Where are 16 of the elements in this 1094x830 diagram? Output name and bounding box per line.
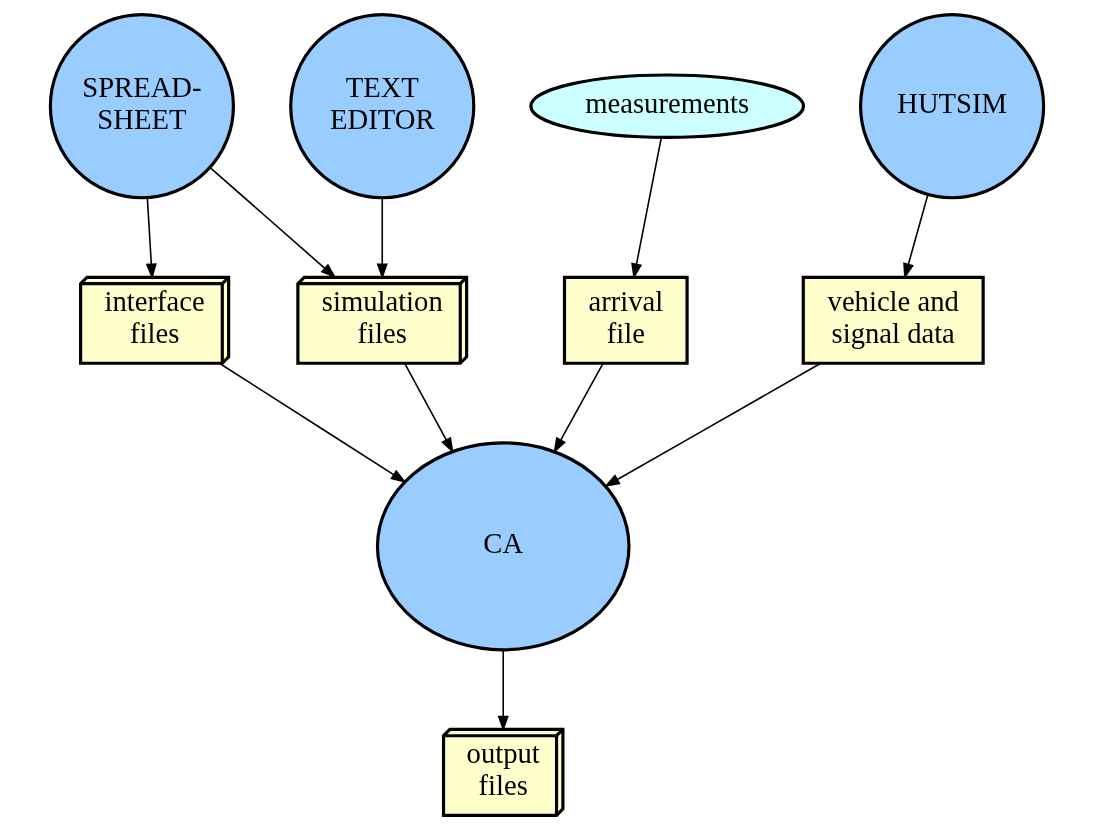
node-circle: HUTSIM — [859, 13, 1046, 200]
arrow — [376, 197, 388, 280]
arrow — [497, 649, 509, 732]
arrow — [553, 362, 604, 454]
node-circle: TEXT EDITOR — [289, 13, 476, 200]
arrow — [903, 194, 929, 280]
arrow — [209, 166, 337, 279]
node-box: arrival file — [562, 275, 689, 365]
node-ellipse: CA — [375, 441, 631, 652]
node-ellipse: measurements — [529, 73, 806, 139]
arrow — [145, 197, 157, 280]
node-circle: SPREAD- SHEET — [48, 13, 235, 200]
arrow — [218, 362, 407, 483]
node-box: vehicle and signal data — [801, 275, 985, 365]
arrow — [403, 362, 454, 454]
arrow — [604, 362, 822, 488]
